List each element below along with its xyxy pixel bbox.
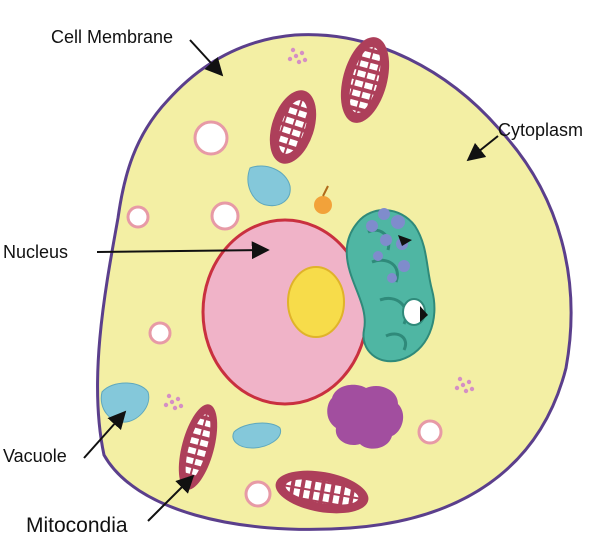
vesicle	[150, 323, 170, 343]
nucleolus	[288, 267, 344, 337]
vesicle	[246, 482, 270, 506]
label-cytoplasm: Cytoplasm	[498, 120, 583, 140]
label-nucleus: Nucleus	[3, 242, 68, 262]
label-vacuole: Vacuole	[3, 446, 67, 466]
vesicle	[128, 207, 148, 227]
label-cell-membrane: Cell Membrane	[51, 27, 173, 47]
label-mitocondia: Mitocondia	[26, 514, 128, 537]
vesicle	[195, 122, 227, 154]
vesicle	[212, 203, 238, 229]
vesicle	[419, 421, 441, 443]
